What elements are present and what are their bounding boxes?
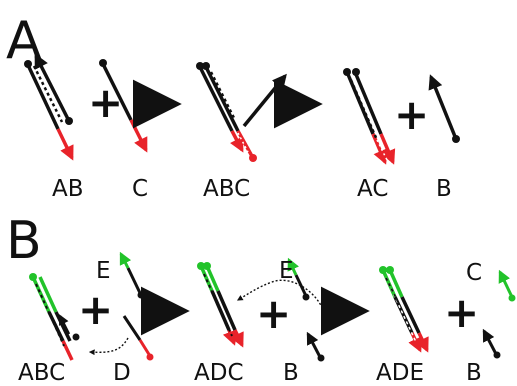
complex-abc bbox=[196, 62, 287, 162]
panel-letter-a: A bbox=[6, 11, 42, 71]
plus-sign: + bbox=[394, 90, 429, 139]
complex-ac bbox=[343, 68, 396, 165]
label-abc: ABC bbox=[203, 176, 250, 202]
label-b: B bbox=[436, 176, 452, 202]
strand-e bbox=[119, 251, 145, 299]
strand-c bbox=[498, 269, 516, 302]
label-b: B bbox=[283, 360, 299, 386]
complex-ab bbox=[24, 53, 74, 161]
complex-ade bbox=[379, 266, 429, 353]
plus-sign: + bbox=[88, 78, 123, 127]
label-ade: ADE bbox=[376, 360, 424, 386]
panel-letter-b: B bbox=[6, 211, 42, 271]
strand-d bbox=[88, 315, 154, 361]
plus-sign: + bbox=[78, 285, 113, 334]
complex-adc bbox=[197, 262, 244, 348]
label-c: C bbox=[132, 176, 148, 202]
label-e: E bbox=[96, 258, 111, 284]
strand-e bbox=[236, 257, 325, 313]
plus-sign: + bbox=[444, 288, 479, 337]
strand-b bbox=[482, 328, 501, 359]
label-adc: ADC bbox=[194, 360, 244, 386]
plus-sign: + bbox=[256, 289, 291, 338]
label-ab: AB bbox=[52, 176, 84, 202]
strand-b bbox=[428, 74, 460, 143]
label-e: E bbox=[279, 258, 294, 284]
label-b: B bbox=[466, 360, 482, 386]
label-abc: ABC bbox=[18, 360, 65, 386]
label-c: C bbox=[466, 260, 482, 286]
complex-abc-b bbox=[29, 273, 80, 361]
strand-b bbox=[306, 331, 325, 362]
label-ac: AC bbox=[357, 176, 388, 202]
label-d: D bbox=[113, 360, 131, 386]
